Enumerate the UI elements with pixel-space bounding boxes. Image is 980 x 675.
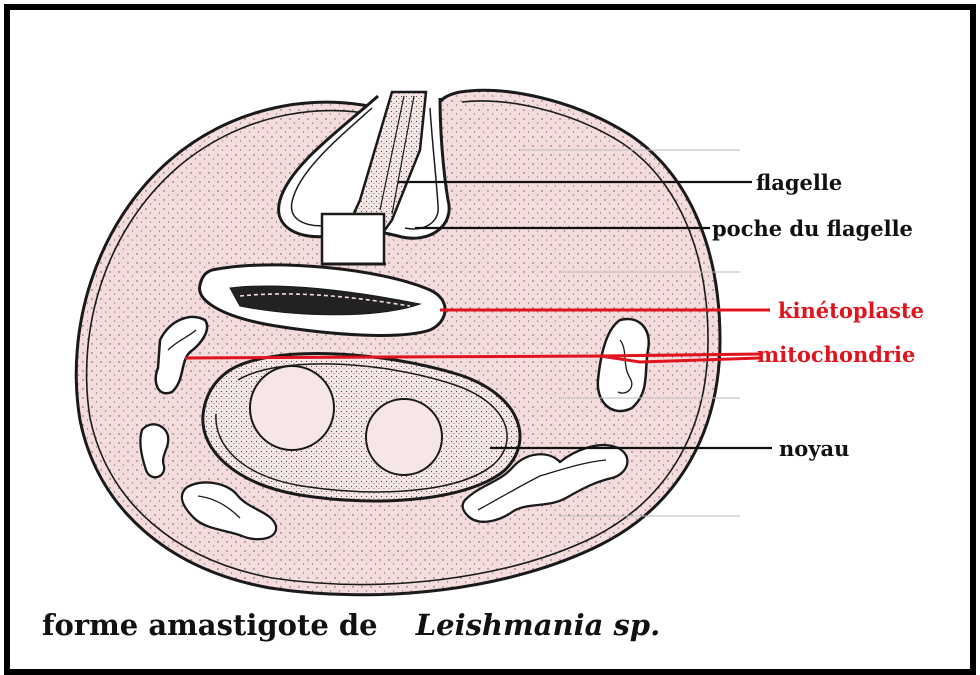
caption-species: Leishmania sp.: [416, 608, 660, 642]
label-mitochondrie: mitochondrie: [757, 344, 915, 365]
label-noyau: noyau: [779, 438, 849, 459]
figure-caption: forme amastigote de Leishmania sp.: [42, 608, 660, 642]
caption-prefix: forme amastigote de: [42, 608, 378, 642]
label-poche-du-flagelle: poche du flagelle: [712, 218, 913, 239]
nucleolus-1: [250, 366, 334, 450]
nucleolus-2: [366, 399, 442, 475]
label-kinetoplaste: kinétoplaste: [778, 300, 924, 321]
label-flagelle: flagelle: [756, 172, 842, 193]
